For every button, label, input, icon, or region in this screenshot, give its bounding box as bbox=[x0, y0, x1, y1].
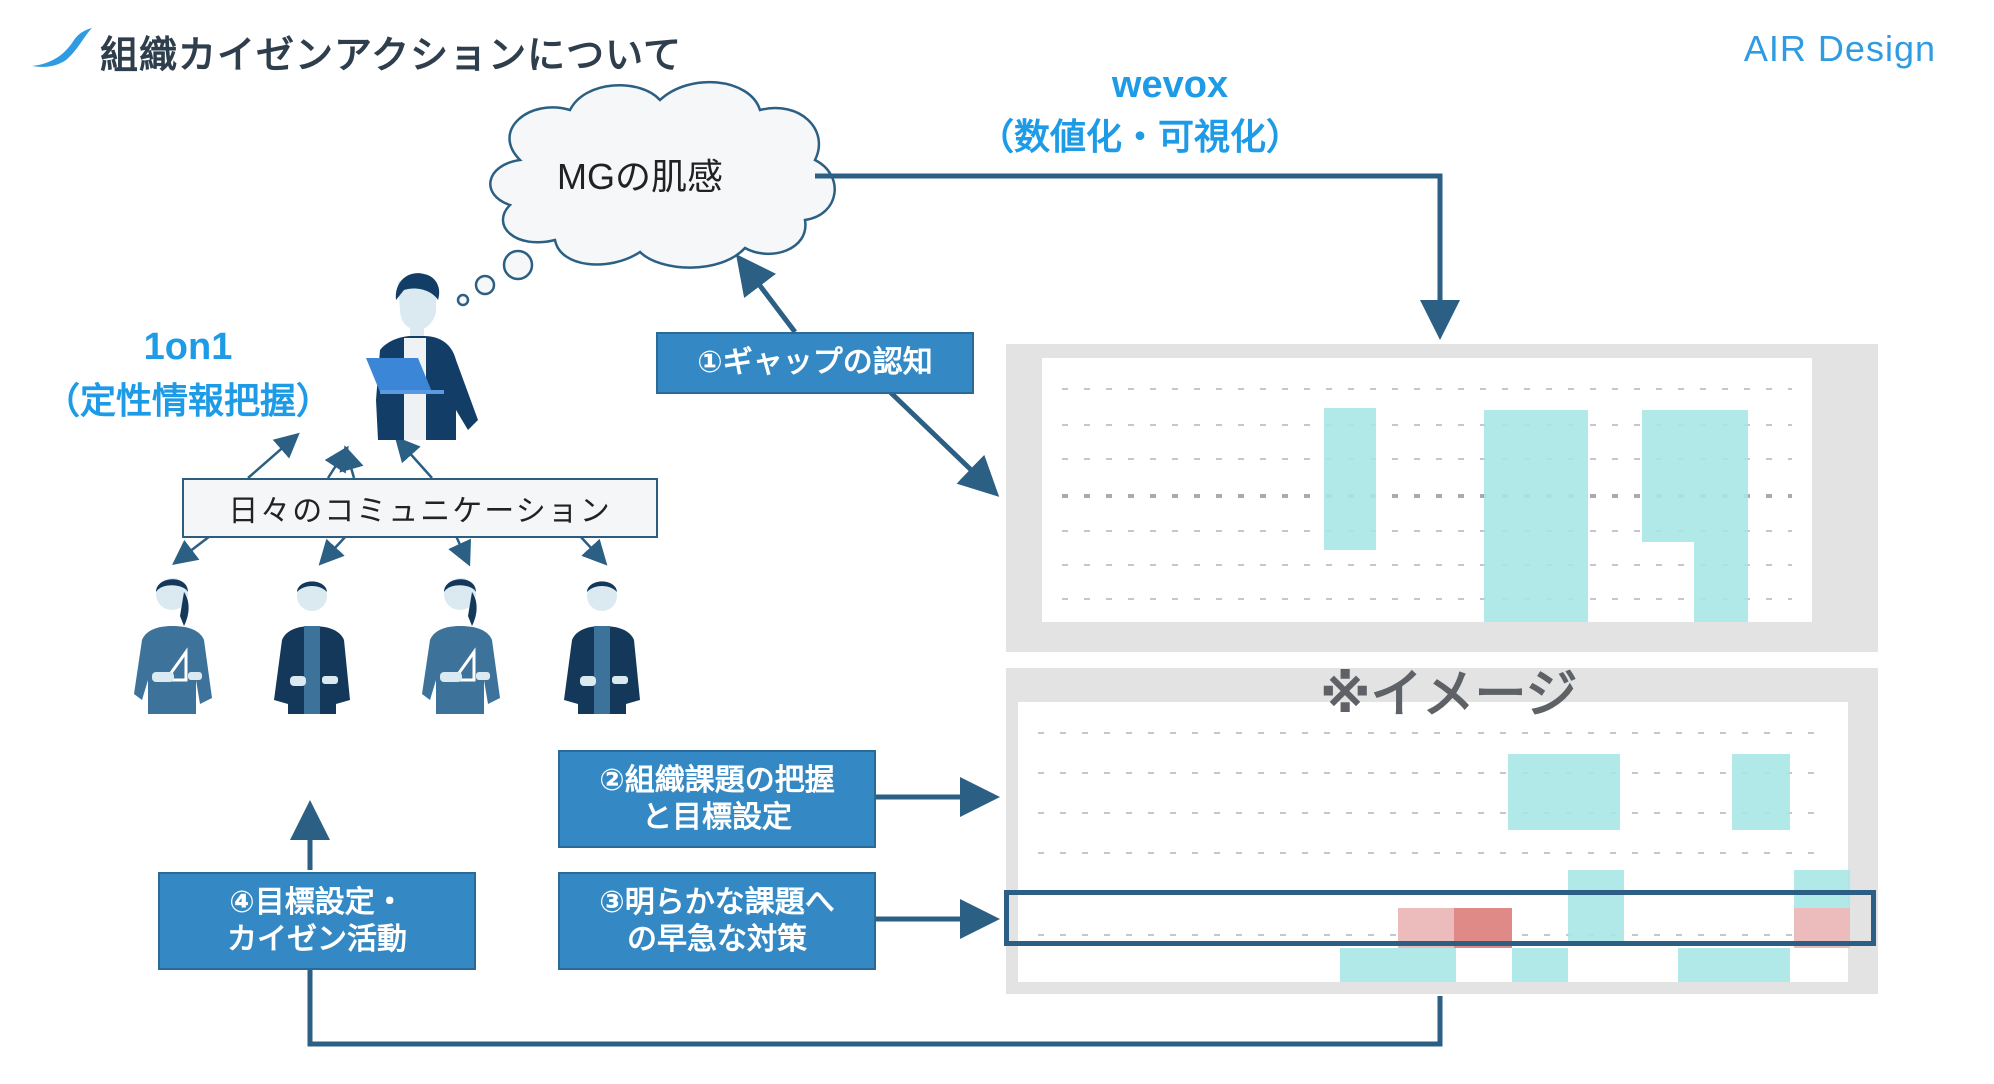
wevox-description: （数値化・可視化） bbox=[977, 117, 1302, 158]
gap-arrow-to-cloud bbox=[735, 254, 797, 334]
row-line bbox=[1062, 530, 1792, 532]
wevox-heatmap-image-2 bbox=[1006, 668, 1878, 994]
thought-cloud bbox=[456, 80, 836, 307]
oneonone-description: （定性情報把握） bbox=[43, 381, 332, 422]
row-line bbox=[1062, 424, 1792, 426]
oneonone-label: 1on1 bbox=[143, 326, 233, 368]
page-title: 組織カイゼンアクションについて bbox=[100, 33, 682, 77]
manager-with-laptop-icon bbox=[366, 273, 478, 440]
male-member-icon bbox=[274, 581, 350, 714]
step1-label: ①ギャップの認知 bbox=[697, 345, 933, 381]
wevox-label: wevox bbox=[1111, 64, 1229, 106]
comm-to-member-arrow bbox=[579, 535, 608, 566]
step4-label-line2: カイゼン活動 bbox=[227, 922, 407, 957]
step4-label-line1: ④目標設定・ bbox=[229, 884, 405, 920]
female-member-icon bbox=[134, 578, 212, 714]
row-line bbox=[1062, 564, 1792, 566]
image-note: ※イメージ bbox=[1320, 665, 1578, 725]
heat-cell bbox=[1694, 542, 1748, 622]
row-line bbox=[1038, 852, 1828, 854]
step3-label-line2: の早急な対策 bbox=[627, 922, 807, 957]
heat-cell bbox=[1484, 410, 1588, 622]
heat-cell bbox=[1508, 754, 1620, 830]
heat-cell bbox=[1678, 948, 1790, 982]
wevox-heatmap-image-1 bbox=[1006, 344, 1878, 652]
comm-to-manager-arrow bbox=[394, 436, 433, 479]
row-line bbox=[1038, 732, 1828, 734]
step3-urgent-action: ③明らかな課題へ の早急な対策 bbox=[558, 872, 876, 970]
heatmap-sheet bbox=[1042, 358, 1812, 622]
step4-goal-kaizen: ④目標設定・ カイゼン活動 bbox=[158, 872, 476, 970]
row-line bbox=[1062, 388, 1792, 390]
heat-cell bbox=[1340, 948, 1456, 982]
heat-cell bbox=[1732, 754, 1790, 830]
heat-cell bbox=[1512, 948, 1568, 982]
comm-to-manager-arrow bbox=[324, 445, 349, 479]
step1-gap-recognition: ①ギャップの認知 bbox=[656, 332, 974, 394]
comm-to-member-arrow bbox=[172, 535, 211, 566]
row-line bbox=[1062, 598, 1792, 600]
heat-cell bbox=[1642, 410, 1748, 542]
thought-bubble bbox=[456, 293, 470, 307]
comm-to-manager-arrow bbox=[247, 432, 300, 479]
step2-issue-and-goal: ②組織課題の把握 と目標設定 bbox=[558, 750, 876, 848]
step2-label-line2: と目標設定 bbox=[642, 800, 792, 835]
male-member-icon bbox=[564, 581, 640, 714]
row-line bbox=[1062, 458, 1792, 460]
row-line bbox=[1038, 772, 1828, 774]
step3-label-line1: ③明らかな課題へ bbox=[599, 884, 835, 920]
row-line bbox=[1062, 494, 1792, 498]
feedback-loop-line bbox=[307, 968, 1443, 1047]
comm-to-member-arrow bbox=[318, 535, 347, 566]
thought-bubble bbox=[474, 274, 496, 296]
step2-label-line1: ②組織課題の把握 bbox=[599, 762, 835, 798]
cloud-to-wevox-arrow bbox=[815, 173, 1460, 340]
brand-logo: AIR Design bbox=[1743, 28, 1936, 69]
gap-arrow-to-panel bbox=[886, 388, 1000, 497]
row-line bbox=[1038, 812, 1828, 814]
cloud-text: MGの肌感 bbox=[557, 156, 723, 197]
female-member-icon bbox=[422, 578, 500, 714]
comm-to-member-arrow bbox=[448, 535, 471, 567]
heatmap-sheet bbox=[1018, 702, 1850, 982]
daily-communication-box: 日々のコミュニケーション bbox=[182, 478, 658, 538]
swoosh-icon bbox=[32, 28, 92, 67]
heat-cell bbox=[1324, 408, 1376, 550]
issue-row-highlight bbox=[1004, 890, 1876, 946]
thought-bubble bbox=[502, 249, 534, 281]
comm-to-manager-arrow bbox=[339, 445, 364, 479]
heat-cell bbox=[1568, 870, 1624, 946]
